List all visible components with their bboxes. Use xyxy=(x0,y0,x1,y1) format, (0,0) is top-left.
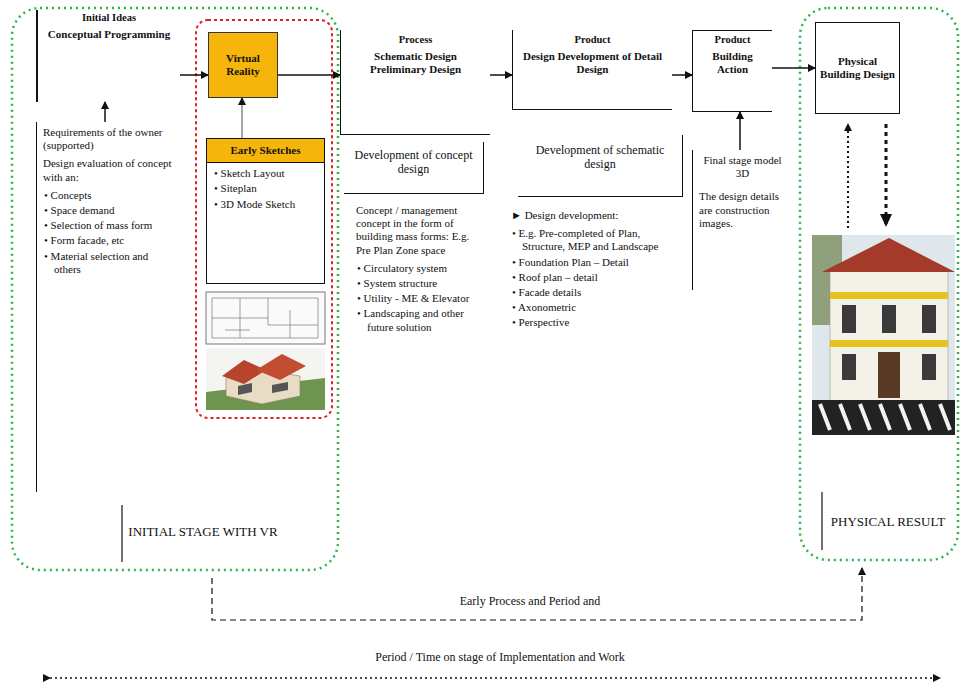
flow-arrow xyxy=(180,74,208,76)
node-title: Final stage model 3D xyxy=(699,154,786,180)
node-text: • Landscaping and other future solution xyxy=(356,307,486,333)
stage-label: PHYSICAL RESULT xyxy=(828,514,948,530)
node-text: The design details are construction imag… xyxy=(699,190,786,230)
node-text: • Foundation Plan – Detail xyxy=(511,256,681,269)
render-roof xyxy=(256,354,306,380)
node-title: Requirements of the owner (supported) xyxy=(43,126,176,152)
group-outline xyxy=(800,8,958,560)
photo-band xyxy=(830,340,948,347)
node-text: • System structure xyxy=(356,277,486,290)
flow-arrow xyxy=(241,98,243,138)
render-roof xyxy=(222,360,266,384)
period-line xyxy=(212,568,862,620)
photo-window xyxy=(922,305,936,333)
node-text: • Space demand xyxy=(43,204,176,217)
vr-outline xyxy=(196,20,332,418)
flow-arrow xyxy=(278,74,340,76)
node-text: • Axonometric xyxy=(511,301,681,314)
plan-lines xyxy=(212,298,318,338)
photo-roof xyxy=(822,238,955,272)
house-photo xyxy=(812,235,955,435)
node-title: Product xyxy=(697,34,768,50)
group-outline xyxy=(12,8,338,570)
node-text: • E.g. Pre-completed of Plan, Structure,… xyxy=(511,227,681,253)
concept-box: Concept / management concept in the form… xyxy=(350,200,492,520)
plan-frame xyxy=(206,292,325,344)
node-text: • Concepts xyxy=(43,189,176,202)
photo-fence-pattern xyxy=(820,404,950,430)
node-text: • Siteplan xyxy=(207,182,324,195)
stage-box: Development of schematic design xyxy=(518,135,683,197)
photo-band xyxy=(830,292,948,299)
node-text: • Selection of mass form xyxy=(43,219,176,232)
flow-arrow xyxy=(104,102,106,122)
node-text: Building Action xyxy=(697,50,768,76)
node-title: Product xyxy=(521,34,664,50)
node-text: Conceptual Programming xyxy=(44,28,174,41)
photo-building xyxy=(830,270,948,420)
node-text: Design Development of Detail Design xyxy=(521,50,664,76)
dotted-arrow xyxy=(885,124,888,226)
flow-arrow xyxy=(772,67,815,69)
photo-window xyxy=(842,354,856,380)
node-title: Process xyxy=(349,34,482,50)
node-text: Design evaluation of concept with an: xyxy=(43,157,176,183)
node-text: • Circulatory system xyxy=(356,262,486,275)
bracket-line xyxy=(821,492,822,550)
node-title: Development of schematic design xyxy=(524,143,676,172)
render-window xyxy=(272,382,288,393)
node-text: • Facade details xyxy=(511,286,681,299)
photo-sky xyxy=(812,235,955,435)
final-stage-box: Final stage model 3D The design details a… xyxy=(692,150,792,290)
node-text: • Roof plan – detail xyxy=(511,271,681,284)
node-title: Initial Ideas xyxy=(44,12,174,28)
node-text: • Form facade, etc xyxy=(43,234,176,247)
design-list-box: ► Design development: • E.g. Pre-complete… xyxy=(505,205,687,425)
render-window xyxy=(238,383,252,395)
floor-plan-sketch xyxy=(206,292,325,344)
node-title: Concept / management concept in the form… xyxy=(356,204,486,257)
result-box: Physical Building Design xyxy=(815,22,900,114)
node-title: Physical Building Design xyxy=(820,55,895,81)
node-title: Virtual Reality xyxy=(213,52,273,78)
node-text: • Perspective xyxy=(511,316,681,329)
product-box: ProductBuilding Action xyxy=(692,30,772,112)
bracket-line xyxy=(121,505,122,562)
photo-window xyxy=(922,354,936,380)
3d-sketch xyxy=(206,348,325,410)
product-box: ProductDesign Development of Detail Desi… xyxy=(512,30,672,110)
stage-label: INITIAL STAGE WITH VR xyxy=(128,524,278,540)
vr-box: Virtual Reality xyxy=(208,32,278,98)
flow-arrow xyxy=(672,74,692,76)
stage-box: Development of concept design xyxy=(344,142,484,194)
node-text: • Utility - ME & Elevator xyxy=(356,292,486,305)
sketch-box: Early Sketches • Sketch Layout • Siteplan •… xyxy=(206,138,325,284)
idea-box: Initial IdeasConceptual Programming xyxy=(36,10,180,102)
photo-window xyxy=(842,305,856,333)
photo-door xyxy=(878,352,900,398)
node-text: Schematic Design Preliminary Design xyxy=(349,50,482,76)
flow-arrow xyxy=(739,112,741,150)
node-text: • Sketch Layout xyxy=(207,167,324,180)
dotted-arrow xyxy=(847,124,849,228)
period-arrow xyxy=(50,677,940,679)
node-title: Development of concept design xyxy=(350,148,477,177)
photo-fence xyxy=(812,400,955,435)
node-text: • Material selection and others xyxy=(43,250,176,276)
requirements-box: Requirements of the owner (supported) Des… xyxy=(36,122,182,492)
render-sky xyxy=(206,348,325,410)
photo-window xyxy=(882,305,896,333)
stage-label: Period / Time on stage of Implementation… xyxy=(240,650,760,665)
node-title: Early Sketches xyxy=(207,139,324,163)
node-title: ► Design development: xyxy=(511,209,681,222)
process-box: ProcessSchematic Design Preliminary Desi… xyxy=(340,30,490,135)
flow-arrow xyxy=(490,74,512,76)
node-text: • 3D Mode Sketch xyxy=(207,198,324,211)
stage-label: Early Process and Period and xyxy=(380,594,680,609)
